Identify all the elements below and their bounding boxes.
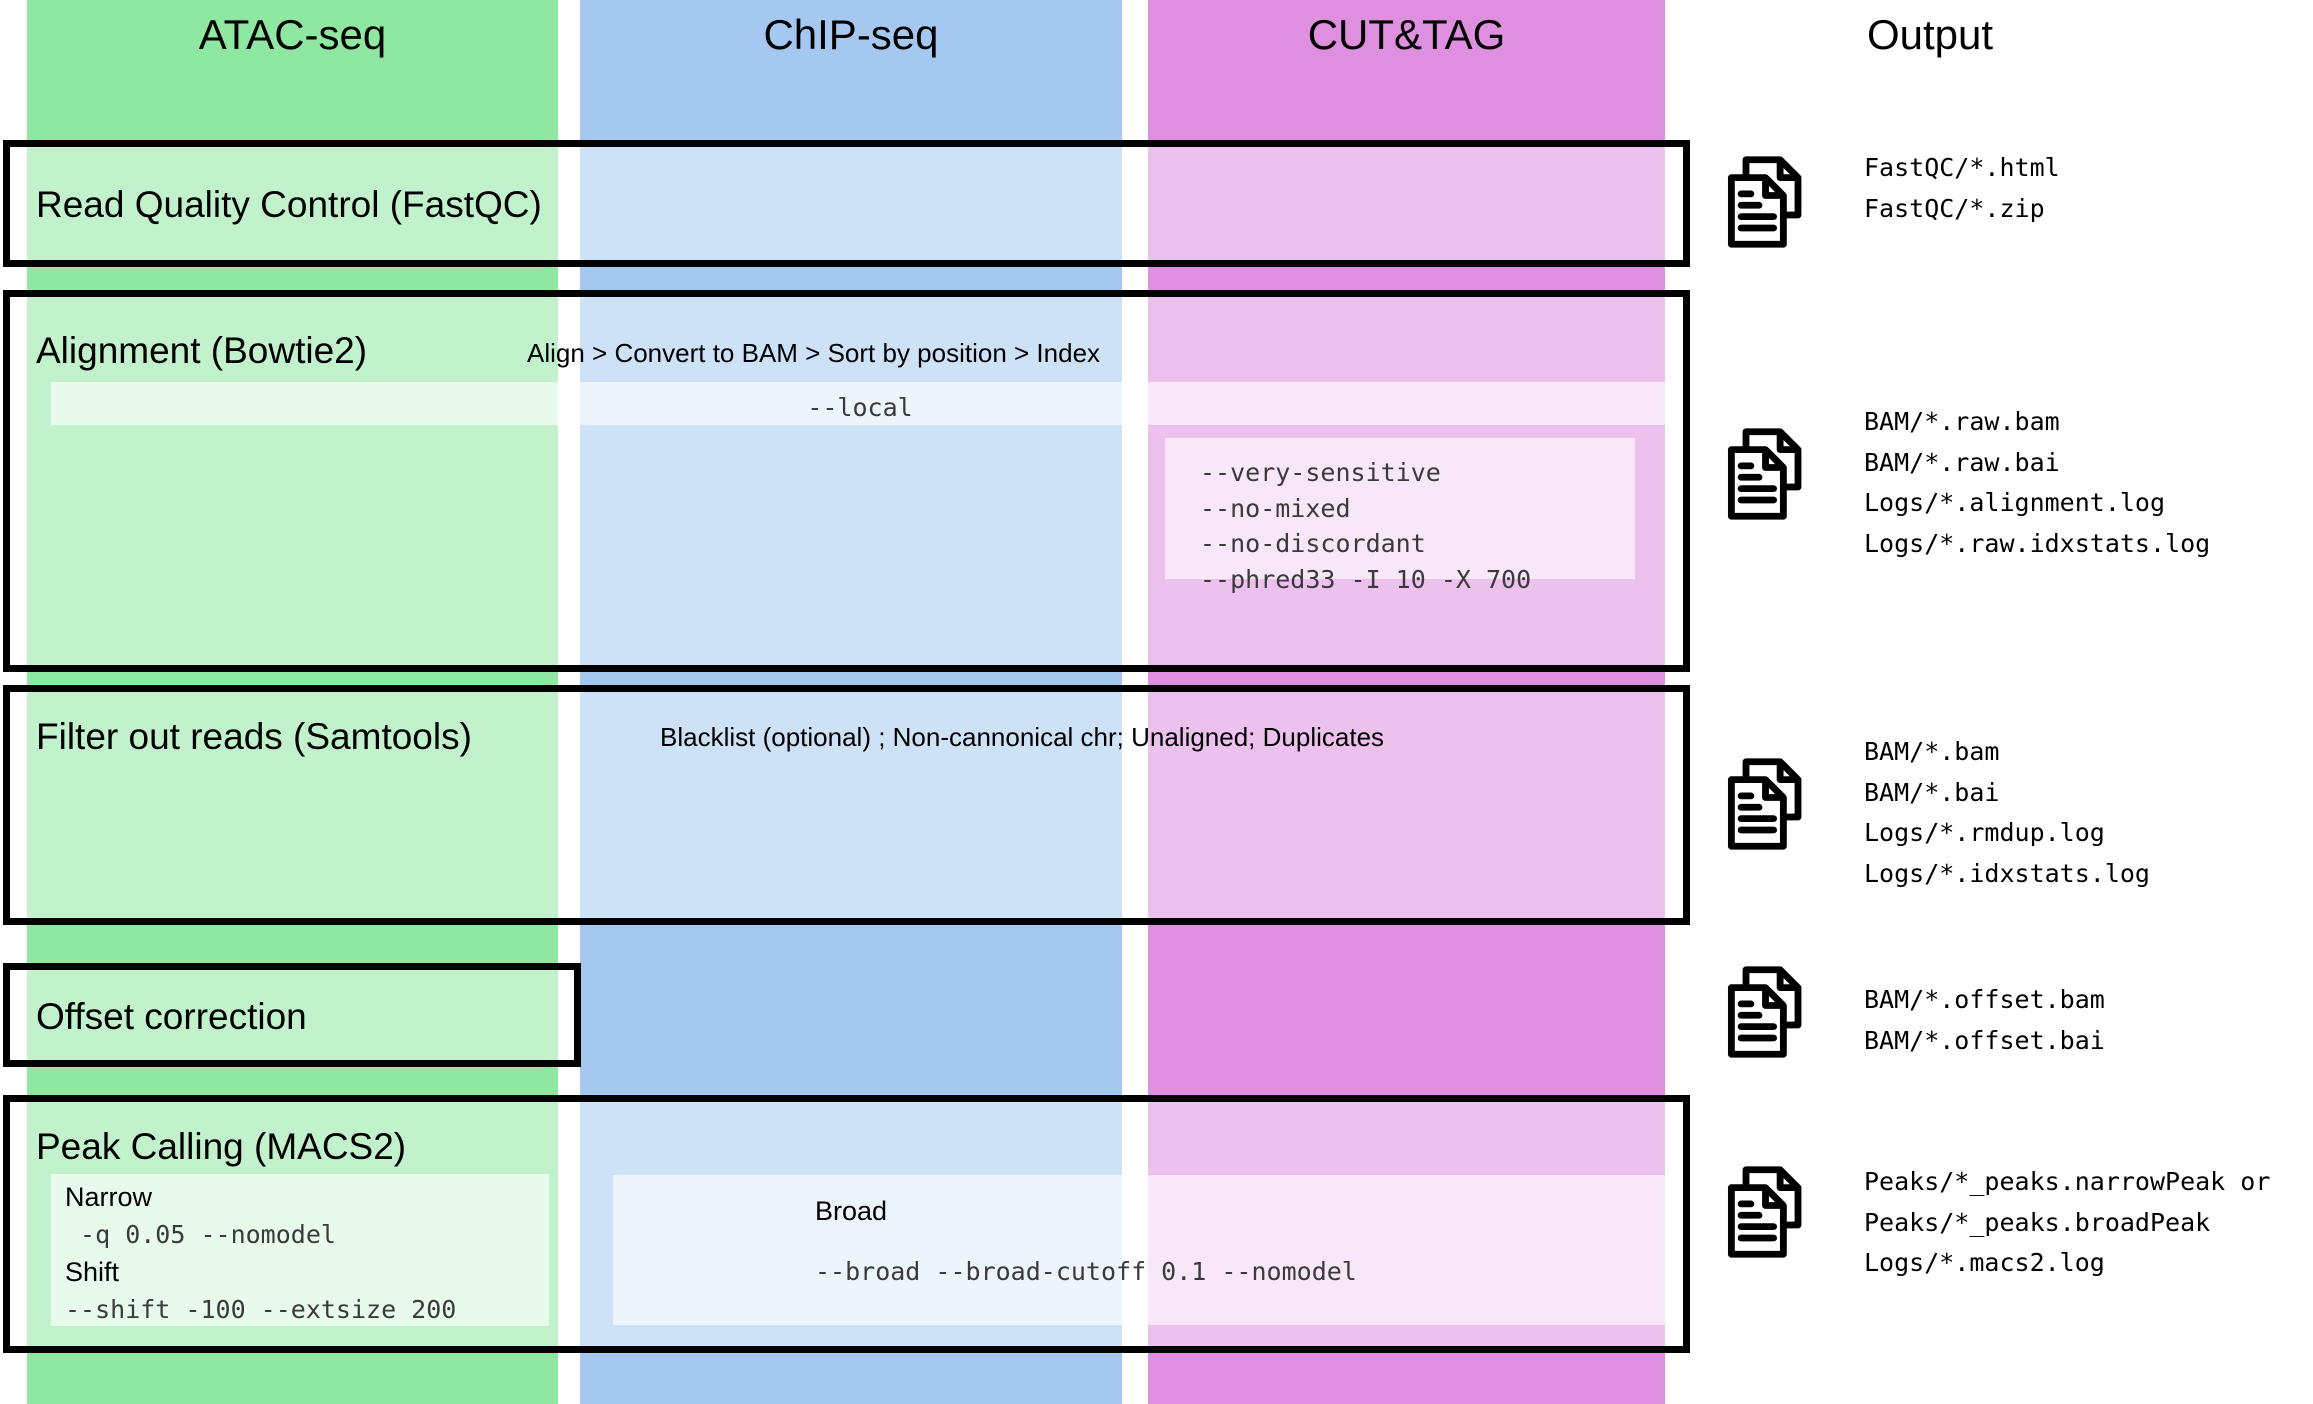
output-file-list-peak-calling: Peaks/*_peaks.narrowPeak or Peaks/*_peak…	[1864, 1162, 2270, 1284]
column-chip-seq	[580, 0, 1122, 1404]
column-header-cut-and-tag: CUT&TAG	[1307, 11, 1506, 58]
param-label-broad: Broad	[815, 1196, 888, 1226]
param-text-shift: --shift -100 --extsize 200	[65, 1295, 457, 1324]
document-icon	[1720, 422, 1824, 531]
output-line: BAM/*.raw.bam	[1864, 407, 2060, 436]
document-icon	[1720, 150, 1824, 259]
stage-box-read-quality-control	[3, 140, 1690, 267]
output-line: Logs/*.idxstats.log	[1864, 858, 2150, 888]
stage-title-peak-calling: Peak Calling (MACS2)	[36, 1126, 407, 1167]
document-icon	[1720, 752, 1824, 861]
param-text-narrow: -q 0.05 --nomodel	[65, 1220, 336, 1249]
stage-box-offset-correction	[3, 963, 581, 1067]
param-text-alignment-cuttag: --very-sensitive --no-mixed --no-discord…	[1200, 458, 1532, 594]
stage-subtitle-filter-out-reads: Blacklist (optional) ; Non-cannonical ch…	[660, 722, 1385, 752]
output-line: Peaks/*_peaks.broadPeak	[1864, 1207, 2211, 1237]
param-box-peak-calling-broad: Broad --broad --broad-cutoff 0.1 --nomod…	[613, 1175, 1667, 1325]
stage-title-offset-correction: Offset correction	[36, 996, 307, 1037]
output-line: BAM/*.offset.bai	[1864, 1025, 2105, 1055]
output-file-list-offset-correction: BAM/*.offset.bam BAM/*.offset.bai	[1864, 980, 2105, 1061]
param-box-peak-calling-narrow-shift: Narrow -q 0.05 --nomodel Shift --shift -…	[51, 1174, 549, 1326]
output-line: BAM/*.raw.bai	[1864, 447, 2060, 477]
output-line: Logs/*.macs2.log	[1864, 1248, 2105, 1277]
document-icon	[1720, 1160, 1824, 1269]
param-label-narrow: Narrow	[65, 1182, 153, 1212]
output-file-list-read-quality-control: FastQC/*.html FastQC/*.zip	[1864, 148, 2060, 229]
param-label-shift: Shift	[65, 1257, 120, 1287]
stage-subtitle-alignment: Align > Convert to BAM > Sort by positio…	[527, 338, 1101, 368]
output-file-list-filter-out-reads: BAM/*.bam BAM/*.bai Logs/*.rmdup.log Log…	[1864, 732, 2150, 894]
output-line: FastQC/*.html	[1864, 153, 2060, 182]
param-text-alignment-local: --local	[807, 393, 913, 422]
output-line: BAM/*.bam	[1864, 737, 2000, 766]
stage-box-filter-out-reads	[3, 685, 1690, 925]
output-line: BAM/*.bai	[1864, 777, 2000, 807]
output-line: Peaks/*_peaks.narrowPeak or	[1864, 1167, 2271, 1196]
output-line: Logs/*.rmdup.log	[1864, 818, 2105, 847]
document-icon	[1720, 960, 1824, 1069]
param-box-alignment-cuttag: --very-sensitive --no-mixed --no-discord…	[1165, 438, 1635, 594]
column-header-output: Output	[1866, 11, 1994, 58]
param-box-alignment-local: --local	[51, 382, 1669, 425]
column-atac-seq	[27, 0, 558, 1404]
output-file-list-alignment: BAM/*.raw.bam BAM/*.raw.bai Logs/*.align…	[1864, 402, 2210, 564]
output-line: Logs/*.alignment.log	[1864, 488, 2166, 517]
output-line: FastQC/*.zip	[1864, 193, 2045, 223]
stage-title-filter-out-reads: Filter out reads (Samtools)	[36, 716, 472, 757]
column-header-chip-seq: ChIP-seq	[763, 11, 939, 58]
stage-title-alignment: Alignment (Bowtie2)	[36, 330, 368, 371]
column-header-atac-seq: ATAC-seq	[198, 11, 387, 58]
stage-title-read-quality-control: Read Quality Control (FastQC)	[36, 184, 542, 225]
output-line: BAM/*.offset.bam	[1864, 985, 2105, 1014]
param-text-broad: --broad --broad-cutoff 0.1 --nomodel	[815, 1257, 1357, 1286]
output-line: Logs/*.raw.idxstats.log	[1864, 528, 2211, 558]
column-cut-and-tag	[1148, 0, 1665, 1404]
